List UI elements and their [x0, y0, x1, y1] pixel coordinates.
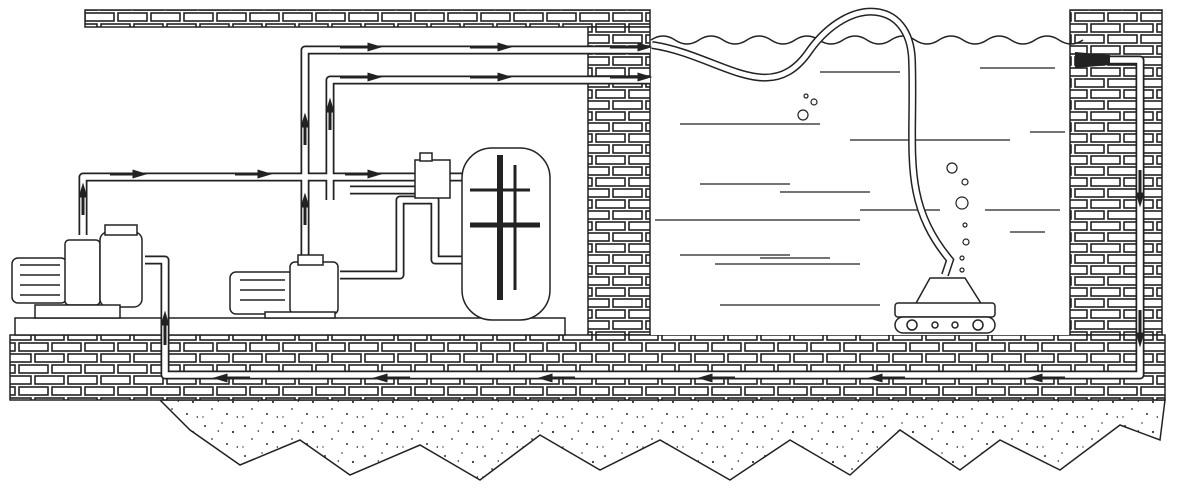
top-brick-wall: [84, 9, 651, 28]
equipment-platform: [14, 317, 566, 336]
main-pump-icon: [11, 224, 143, 319]
floor-brick-band: [9, 334, 1166, 401]
water-surface: [650, 35, 1084, 45]
bubbles: [797, 93, 970, 273]
filter-tank-icon: [414, 147, 551, 321]
flow-arrows: [78, 42, 1145, 383]
ground-soil: [158, 399, 1166, 481]
water-lines: [655, 67, 1065, 306]
booster-pump-icon: [229, 254, 339, 319]
pool-cleaner-robot-icon: [894, 277, 996, 334]
pool-water: [651, 38, 1069, 335]
return-jet-icon: [1075, 52, 1110, 68]
pool-left-wall: [587, 26, 651, 336]
